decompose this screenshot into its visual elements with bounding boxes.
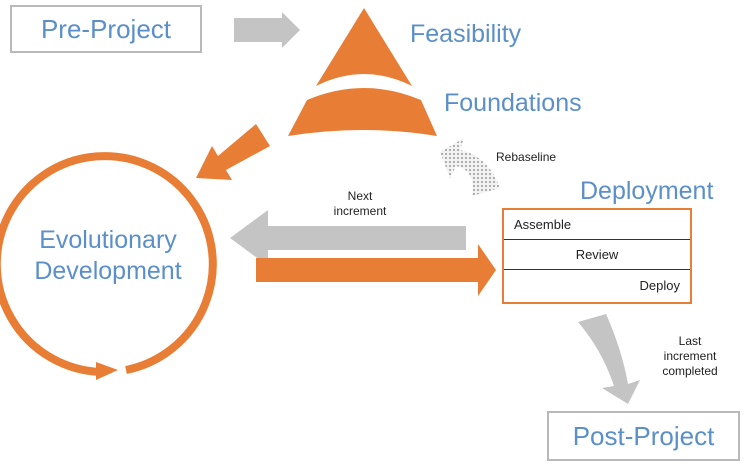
evolutionary-label-line2: Development <box>34 257 182 285</box>
last-increment-label: Last increment completed <box>648 334 732 379</box>
next-increment-line1: Next <box>347 189 373 203</box>
pre-to-feasibility-arrow <box>234 12 300 48</box>
to-deployment-arrow <box>256 244 496 296</box>
next-increment-arrow <box>230 210 466 266</box>
evolutionary-cycle-arrowhead <box>96 362 118 380</box>
post-project-label: Post-Project <box>572 420 715 451</box>
last-increment-arrow <box>578 314 640 404</box>
review-label: Review <box>575 247 619 262</box>
deployment-step-deploy: Deploy <box>504 270 690 300</box>
deployment-label: Deployment <box>580 177 714 205</box>
next-increment-line2: increment <box>333 204 387 218</box>
feasibility-segment <box>316 8 412 86</box>
deployment-step-assemble: Assemble <box>504 210 690 240</box>
foundations-to-evolutionary-arrow <box>196 124 270 180</box>
assemble-label: Assemble <box>514 217 572 232</box>
pre-project-box: Pre-Project <box>10 5 202 53</box>
last-increment-line1: Last <box>678 334 702 348</box>
next-increment-label: Next increment <box>320 189 400 219</box>
deploy-label: Deploy <box>639 277 680 293</box>
deployment-box: Assemble Review Deploy <box>502 208 692 304</box>
rebaseline-label: Rebaseline <box>496 150 557 164</box>
rebaseline-arrow <box>440 138 500 196</box>
evolutionary-label-line1: Evolutionary <box>39 226 177 254</box>
evolutionary-cycle-circle <box>0 152 217 376</box>
deployment-step-review: Review <box>504 240 690 270</box>
post-project-box: Post-Project <box>547 411 740 461</box>
evolutionary-development-label: Evolutionary Development <box>0 225 216 287</box>
feasibility-label: Feasibility <box>410 20 522 48</box>
last-increment-line2: increment <box>663 349 717 363</box>
pre-project-label: Pre-Project <box>40 13 172 44</box>
last-increment-line3: completed <box>662 364 718 378</box>
foundations-label: Foundations <box>444 89 582 117</box>
foundations-segment <box>288 88 437 136</box>
